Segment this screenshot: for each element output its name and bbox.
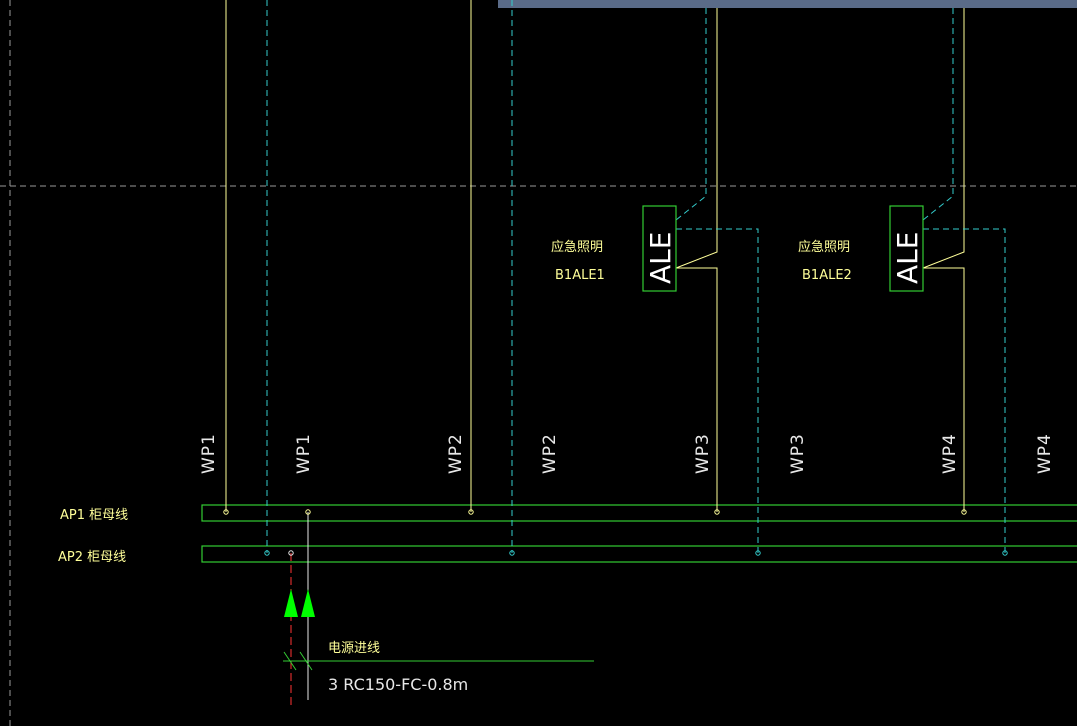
feeder-wp3-ap2-wire[interactable]	[676, 228, 759, 553]
busbar-ap1-label: AP1 柜母线	[60, 508, 128, 523]
panel2-symbol: ALE	[891, 232, 924, 284]
feeder-label: WP1	[199, 433, 219, 474]
incoming-ap2-node	[288, 550, 294, 556]
feeder-label: WP4	[940, 433, 960, 474]
panel2-supply-dashed[interactable]	[922, 8, 954, 221]
feeder-label: WP4	[1035, 433, 1055, 474]
panel1-supply-dashed[interactable]	[675, 8, 707, 221]
incoming-ap1-node	[305, 509, 311, 515]
feeder-label: WP1	[294, 433, 314, 474]
feeder-wp4-ap2-wire[interactable]	[923, 228, 1006, 553]
feeder-wp4-ap2-node	[1002, 550, 1008, 556]
feeder-wp2-ap1-node	[468, 509, 474, 515]
busbar-ap1[interactable]	[201, 504, 1077, 522]
feeder-label: WP2	[540, 433, 560, 474]
busbar-ap2[interactable]	[201, 545, 1077, 563]
panel2-supply-solid[interactable]	[922, 8, 965, 269]
panel1-supply-solid[interactable]	[675, 8, 718, 269]
incoming-arrow-right	[301, 589, 315, 617]
panel1-title: 应急照明	[551, 239, 603, 255]
panel1-box[interactable]	[642, 205, 677, 292]
feeder-wp2-ap2-node	[509, 550, 515, 556]
incoming-tick-2	[299, 651, 313, 671]
feeder-wp4-ap1-node	[961, 509, 967, 515]
feeder-label: WP3	[693, 433, 713, 474]
feeder-wp1-ap1-node	[223, 509, 229, 515]
panel2-title: 应急照明	[798, 239, 850, 255]
viewport-top-bar	[498, 0, 1077, 8]
feeder-wp3-ap2-node	[755, 550, 761, 556]
panel2-box[interactable]	[889, 205, 924, 292]
feeder-wp3-ap1-node	[714, 509, 720, 515]
feeder-label: WP2	[446, 433, 466, 474]
panel2-id: B1ALE2	[802, 268, 852, 283]
incoming-spec: 3 RC150-FC-0.8m	[328, 675, 468, 694]
incoming-title: 电源进线	[328, 641, 380, 656]
incoming-arrow-left	[284, 589, 298, 617]
feeder-label: WP3	[788, 433, 808, 474]
feeder-wp1-ap2-node	[264, 550, 270, 556]
feeder-wp4-ap1-wire[interactable]	[923, 267, 965, 512]
incoming-tick-1	[283, 651, 297, 671]
feeder-wp3-ap1-wire[interactable]	[676, 267, 718, 512]
panel1-id: B1ALE1	[555, 268, 605, 283]
panel1-symbol: ALE	[644, 232, 677, 284]
busbar-ap2-label: AP2 柜母线	[58, 550, 126, 565]
